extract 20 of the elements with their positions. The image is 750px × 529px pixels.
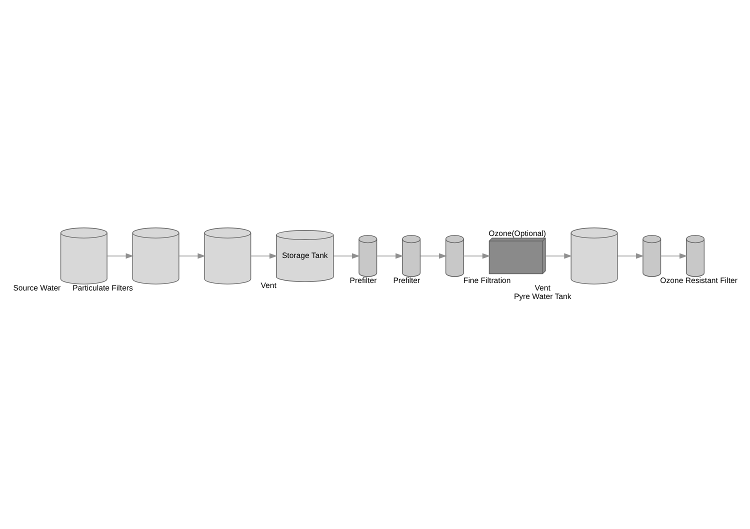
arrow	[545, 253, 572, 259]
node-label: Prefilter	[350, 276, 377, 285]
node-label: Vent	[534, 283, 550, 292]
arrow	[250, 253, 278, 259]
arrow	[617, 253, 644, 259]
arrow	[463, 253, 490, 259]
arrow	[376, 253, 404, 259]
node-label: Particulate Filters	[72, 283, 133, 292]
node-label: Fine Filtration	[463, 276, 511, 285]
node-label: Ozone(Optional)	[488, 228, 546, 238]
arrow	[660, 253, 688, 259]
node-label: Pyre Water Tank	[514, 292, 572, 301]
node-label: Ozone Resistant Filter	[660, 276, 738, 285]
arrow	[333, 253, 360, 259]
arrow	[420, 253, 447, 259]
node-label: Prefilter	[393, 276, 420, 285]
node-label: Source Water	[13, 283, 61, 292]
arrow	[178, 253, 206, 259]
node-label: Vent	[260, 280, 276, 290]
arrow	[106, 253, 134, 259]
